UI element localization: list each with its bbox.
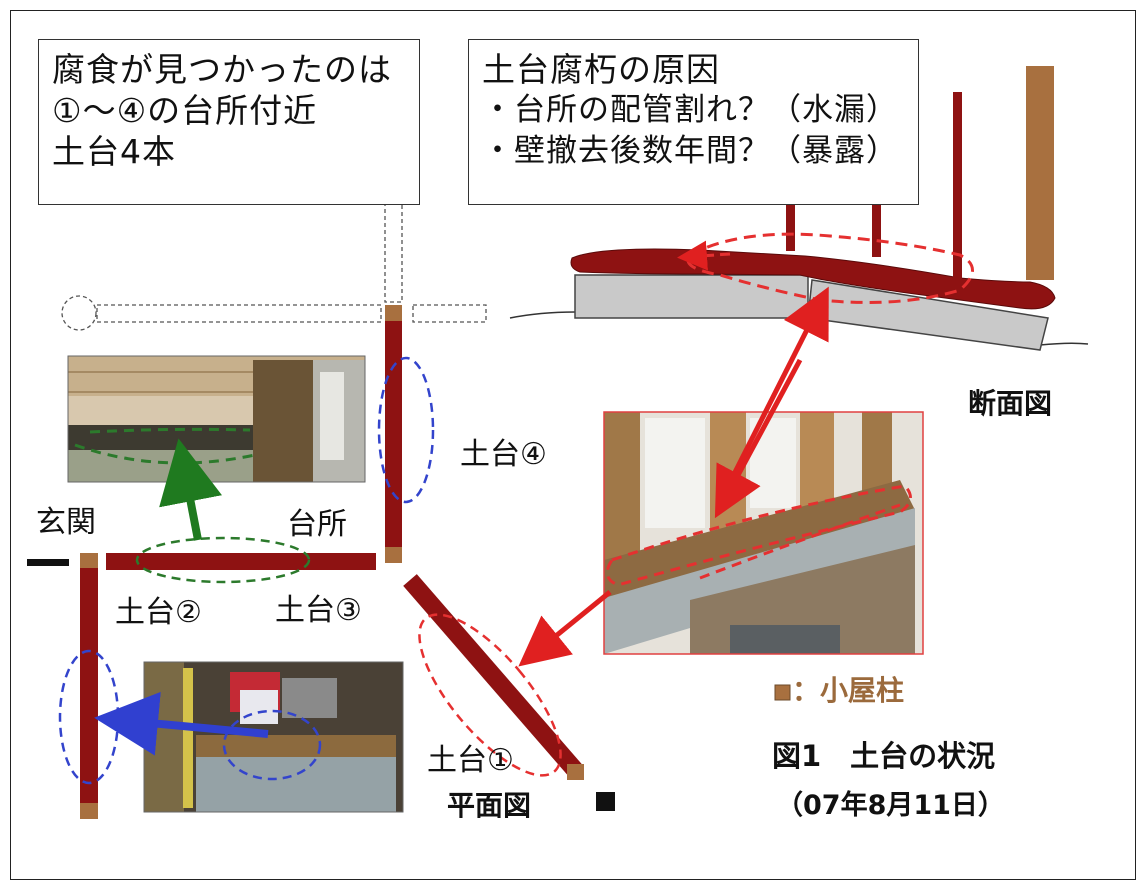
note-line: 腐食が見つかったのは — [52, 50, 392, 89]
post-marker — [385, 547, 402, 563]
section-view — [509, 66, 1089, 351]
ground-line — [509, 311, 576, 319]
note-line: 土台4本 — [52, 132, 176, 171]
corrosion-note-box: 腐食が見つかったのは ①～④の台所付近 土台4本 — [38, 39, 420, 205]
sill-4 — [385, 305, 402, 563]
red-arrow-to-plan — [518, 590, 612, 667]
figure-caption-date: （07年8月11日） — [776, 790, 1005, 821]
post-marker — [385, 305, 402, 321]
section-post — [786, 205, 795, 251]
post-marker — [80, 803, 98, 819]
red-arrow-to-section-back — [714, 358, 803, 519]
section-decay-outline — [686, 232, 974, 304]
plan-dashed-beam — [412, 304, 487, 323]
section-large-post — [1026, 66, 1054, 280]
sill-1-decay-ellipse — [418, 613, 562, 777]
section-decay-arrow — [677, 240, 731, 271]
connector-arrows — [94, 286, 829, 756]
plan-dashed-post — [61, 295, 97, 331]
sill-1 — [403, 574, 582, 776]
sill-4-label: 土台④ — [460, 437, 547, 472]
plan-view — [27, 165, 615, 819]
sill-4-decay-ellipse — [377, 356, 435, 504]
plan-view-label: 平面図 — [447, 789, 532, 822]
sill-3-decay-ellipse — [135, 536, 311, 584]
photo-sill-3 — [67, 355, 366, 483]
entrance-label: 玄関 — [36, 505, 96, 540]
sill-2-label: 土台② — [115, 595, 202, 630]
sill-3-label: 土台③ — [275, 593, 362, 628]
section-view-label: 断面図 — [968, 387, 1053, 420]
kitchen-label: 台所 — [287, 507, 347, 542]
sill-3 — [106, 553, 376, 570]
cause-title: 土台腐朽の原因 — [482, 50, 720, 89]
legend-post-label: ：小屋柱 — [792, 674, 905, 707]
post-marker — [567, 764, 584, 780]
cause-line: ・台所の配管割れ？（水漏） — [482, 92, 898, 128]
cause-box: 土台腐朽の原因 ・台所の配管割れ？（水漏） ・壁撤去後数年間？（暴露） — [468, 39, 919, 205]
blue-arrow — [94, 691, 269, 756]
section-post — [953, 92, 962, 284]
photo-sill-2 — [143, 661, 404, 813]
cause-line: ・壁撤去後数年間？（暴露） — [482, 133, 898, 169]
sill-2 — [80, 553, 98, 819]
plan-marker-square — [596, 792, 615, 811]
foundation-block-left — [574, 274, 809, 319]
figure-caption-title: 図1 土台の状況 — [772, 739, 996, 773]
green-arrow — [159, 438, 222, 541]
entrance-marker — [27, 559, 69, 566]
note-line: ①～④の台所付近 — [52, 91, 318, 130]
section-post — [872, 205, 881, 257]
post-marker — [80, 553, 98, 568]
plan-dashed-beam — [96, 304, 382, 323]
photo-sill-1 — [603, 411, 924, 655]
sill-1-label: 土台① — [427, 743, 514, 778]
legend-post-swatch — [774, 684, 791, 701]
ground-line — [1039, 342, 1089, 346]
